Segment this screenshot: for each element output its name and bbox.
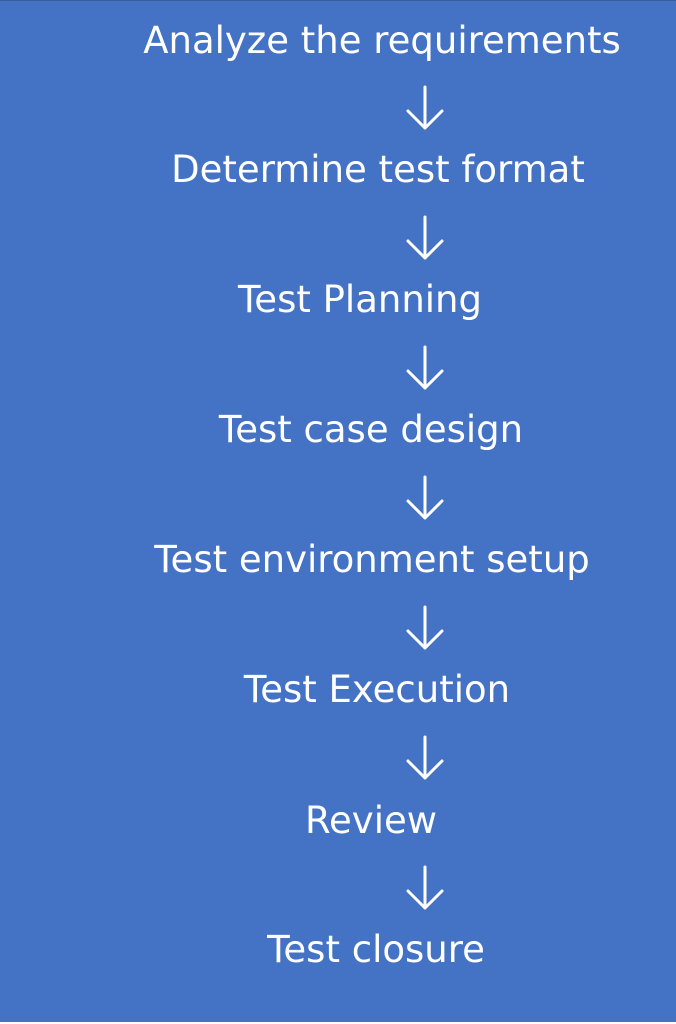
- step-review: Review: [0, 791, 676, 851]
- step-determine-test-format: Determine test format: [0, 140, 676, 200]
- step-label: Analyze the requirements: [143, 19, 621, 62]
- step-label: Determine test format: [171, 148, 585, 191]
- step-label: Test environment setup: [154, 538, 590, 581]
- step-test-closure: Test closure: [0, 920, 676, 980]
- arrow-down-icon: [404, 734, 446, 782]
- step-test-planning: Test Planning: [0, 270, 676, 330]
- step-label: Review: [304, 799, 438, 842]
- step-analyze-requirements: Analyze the requirements: [0, 11, 676, 71]
- step-test-case-design: Test case design: [0, 400, 676, 460]
- step-label: Test closure: [267, 928, 485, 971]
- step-test-environment-setup: Test environment setup: [0, 530, 676, 590]
- arrow-down-icon: [404, 864, 446, 912]
- step-test-execution: Test Execution: [0, 660, 676, 720]
- arrow-down-icon: [404, 214, 446, 262]
- arrow-down-icon: [404, 84, 446, 132]
- arrow-down-icon: [404, 344, 446, 392]
- step-label: Test Planning: [237, 278, 483, 321]
- step-label: Test case design: [218, 408, 524, 451]
- step-label: Test Execution: [243, 668, 511, 711]
- arrow-down-icon: [404, 474, 446, 522]
- arrow-down-icon: [404, 604, 446, 652]
